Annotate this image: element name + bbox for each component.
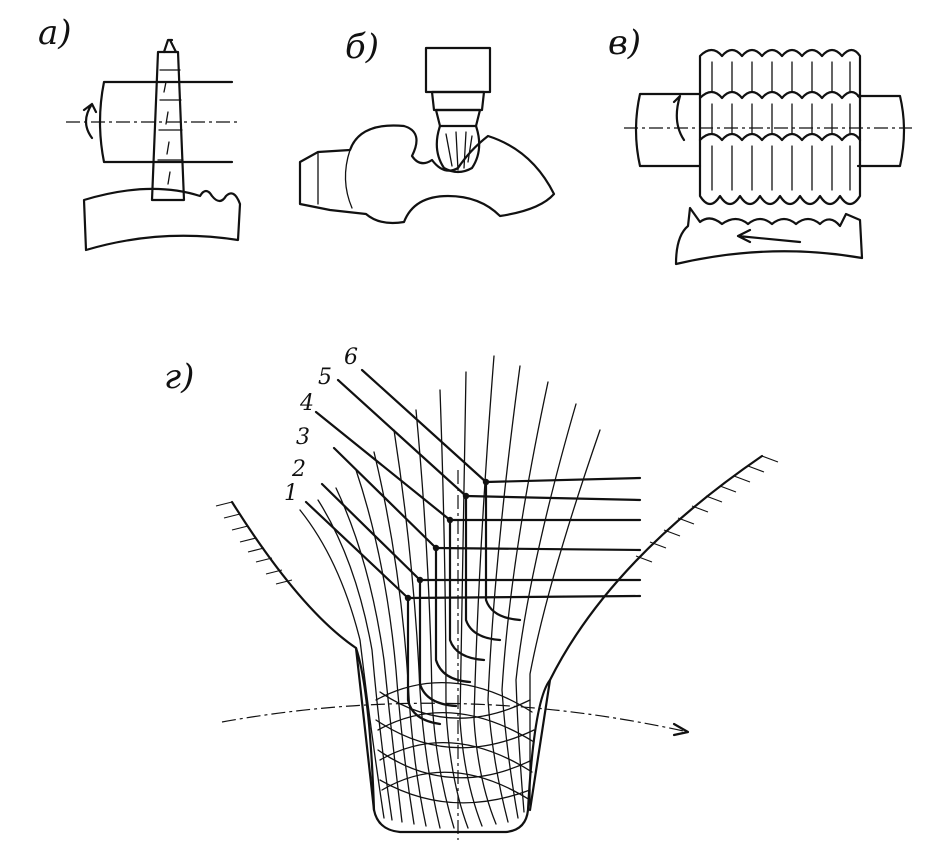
hob-cutter bbox=[698, 48, 862, 206]
spindle-head bbox=[424, 46, 492, 128]
panel-g-label: г) bbox=[164, 357, 194, 397]
gear-blank-a bbox=[82, 187, 242, 252]
tooth-flank-hatching bbox=[215, 454, 779, 812]
position-marker-1 bbox=[404, 594, 412, 602]
position-label-1: 1 bbox=[284, 481, 298, 506]
panel-b: б) bbox=[298, 27, 556, 225]
position-marker-3 bbox=[432, 544, 440, 552]
position-marker-5 bbox=[462, 492, 470, 500]
position-markers bbox=[404, 478, 490, 602]
panel-g: г) bbox=[164, 345, 779, 840]
tool-position-lines bbox=[304, 368, 642, 840]
position-marker-6 bbox=[482, 478, 490, 486]
panel-v: в) bbox=[608, 23, 912, 266]
position-label-2: 2 bbox=[291, 457, 306, 482]
tooth-space-profile bbox=[354, 646, 552, 834]
panel-a-label: а) bbox=[38, 13, 72, 53]
position-label-3: 3 bbox=[296, 425, 310, 450]
panel-b-label: б) bbox=[345, 27, 379, 67]
position-label-6: 6 bbox=[344, 345, 358, 370]
disk-cutter bbox=[150, 38, 186, 202]
position-marker-4 bbox=[446, 516, 454, 524]
pitch-circle-arc bbox=[221, 702, 690, 737]
finger-cutter bbox=[435, 124, 481, 174]
panel-a: а) bbox=[38, 13, 242, 252]
gear-blank-v bbox=[674, 206, 864, 266]
envelope-lines bbox=[299, 355, 601, 829]
position-labels: 1 2 3 4 5 6 bbox=[284, 345, 358, 506]
mandrel-shaft bbox=[66, 80, 238, 164]
position-marker-2 bbox=[416, 576, 424, 584]
gear-workpiece-b bbox=[298, 124, 556, 225]
hob-shaft bbox=[624, 92, 912, 168]
position-label-5: 5 bbox=[318, 365, 332, 390]
panel-v-label: в) bbox=[608, 23, 641, 63]
position-label-4: 4 bbox=[299, 391, 314, 416]
